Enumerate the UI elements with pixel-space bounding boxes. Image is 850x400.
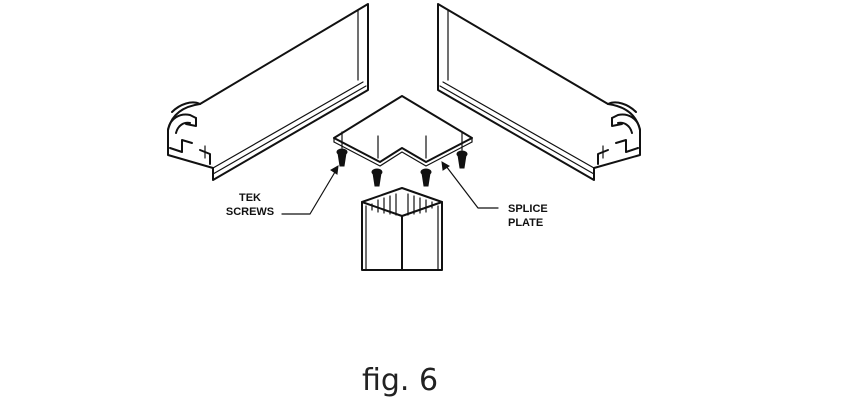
figure-caption: fig. 6 bbox=[362, 363, 438, 398]
tek-screws-label-line1: TEK bbox=[239, 192, 261, 204]
splice-plate-leader bbox=[441, 161, 499, 209]
splice-plate bbox=[333, 95, 473, 167]
tek-screw bbox=[456, 150, 468, 169]
right-handrail bbox=[437, 3, 641, 181]
tek-screws-leader bbox=[281, 165, 339, 215]
splice-plate-label-line1: SPLICE bbox=[508, 203, 548, 215]
tek-screws-label-line2: SCREWS bbox=[226, 206, 274, 218]
tek-screws bbox=[336, 148, 468, 187]
tek-screw bbox=[336, 148, 348, 167]
tek-screw bbox=[420, 168, 432, 187]
splice-plate-label-line2: PLATE bbox=[508, 217, 543, 229]
square-post bbox=[361, 187, 443, 271]
tek-screw bbox=[371, 168, 383, 187]
left-handrail bbox=[167, 3, 369, 181]
